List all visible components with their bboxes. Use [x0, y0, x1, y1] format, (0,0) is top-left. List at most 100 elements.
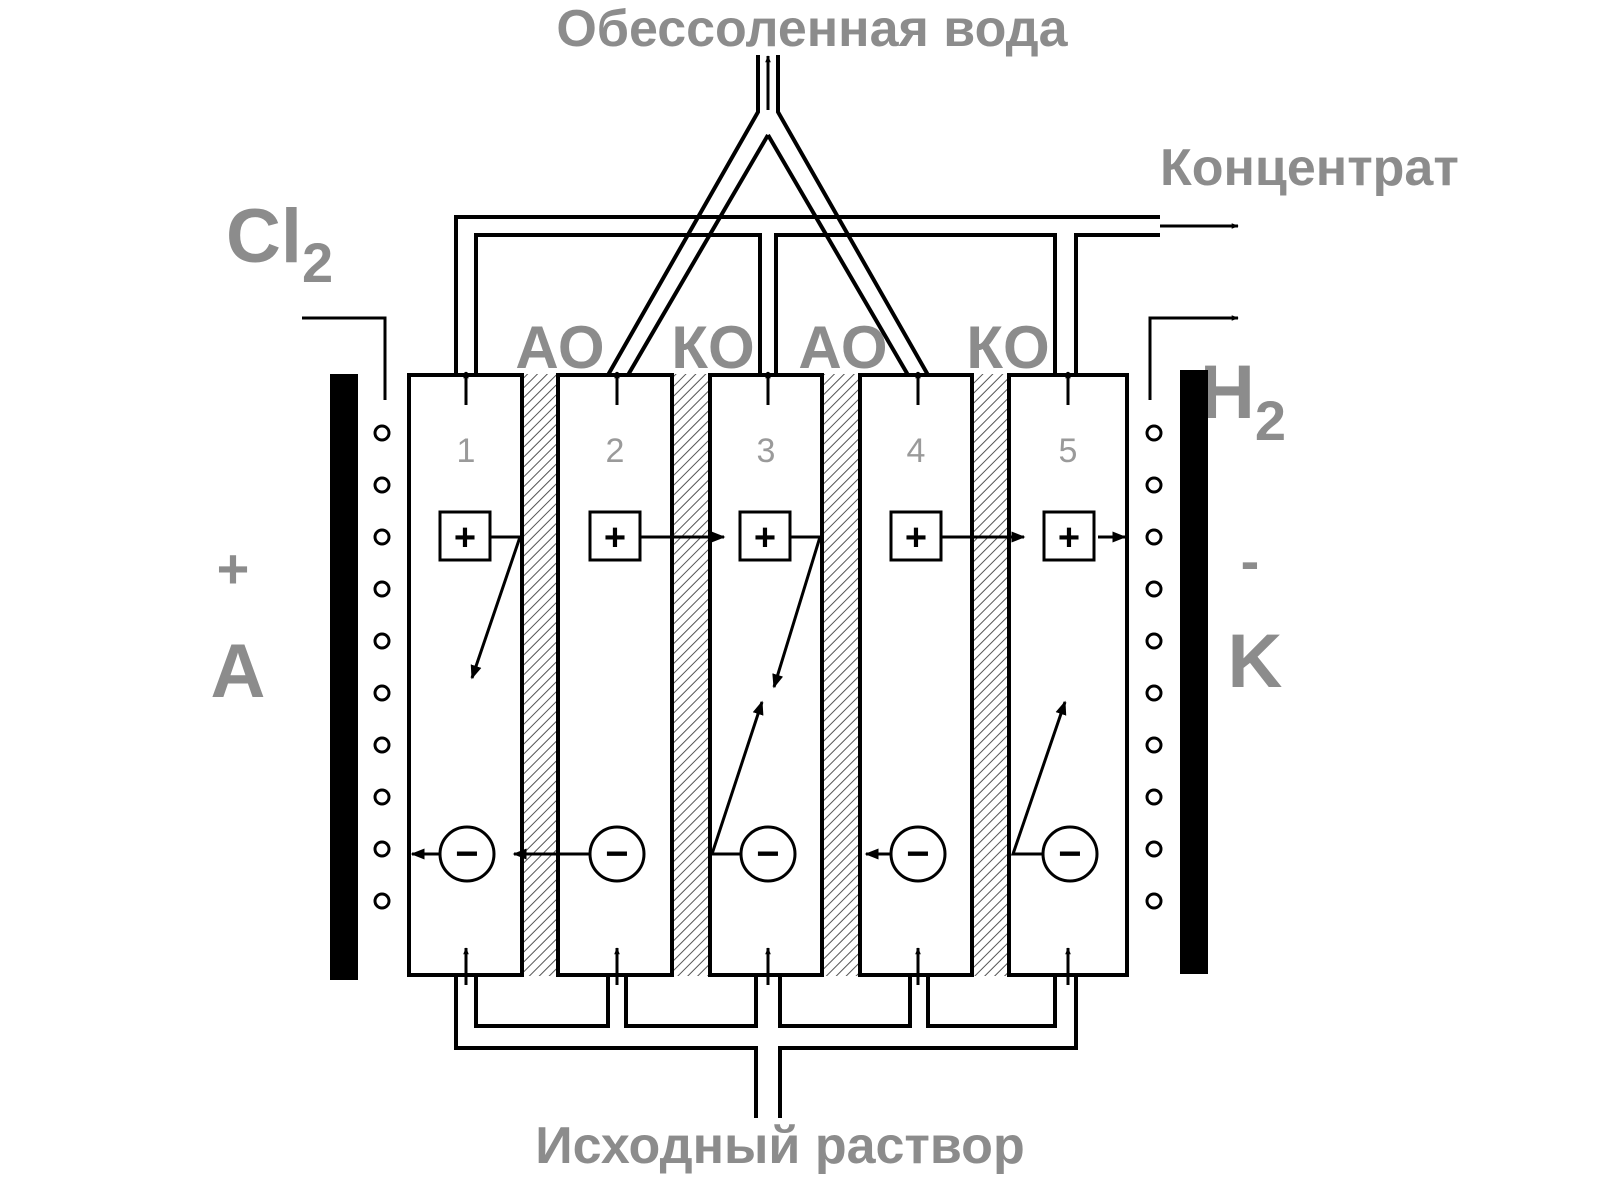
cathode-bubble [1145, 736, 1163, 754]
chamber-number-5: 5 [1059, 432, 1078, 470]
anion-sign: − [455, 832, 478, 876]
concentrate-pipe-inner [1074, 233, 1160, 375]
desalted-pipe-left-inner [626, 133, 770, 377]
membrane-label-ao-1: АО [515, 314, 604, 381]
hydrogen-text: H [1200, 350, 1255, 435]
anion-5: − [1041, 825, 1099, 883]
hydrogen-outlet-pipe [1148, 315, 1239, 400]
membrane-hatch [972, 374, 1009, 976]
cathode-bubble [1145, 632, 1163, 650]
anode-bubble [373, 580, 391, 598]
cation-3: + [738, 510, 792, 562]
chlorine-label: Cl2 [226, 194, 333, 294]
anion-circles: − − − − − [438, 825, 1099, 883]
ion-migration-arrows [410, 531, 1127, 860]
hydrogen-label: H2 [1200, 350, 1286, 452]
cation-2: + [588, 510, 642, 562]
anode-bubble [373, 684, 391, 702]
anode-bubble [373, 840, 391, 858]
anode-bubble [373, 476, 391, 494]
membrane-label-ko-1: КО [671, 314, 754, 381]
anion-sign: − [906, 832, 929, 876]
cation-box [588, 510, 642, 562]
concentrate-pipe-inner [474, 233, 762, 375]
membrane-hatch [522, 374, 558, 976]
anion-arrow [709, 700, 764, 856]
chamber-numbers: 1 2 3 4 5 [457, 432, 1078, 470]
anode-bubble [373, 736, 391, 754]
chlorine-text: Cl [226, 194, 302, 279]
cation-arrow [470, 535, 523, 680]
cathode-bubble [1145, 892, 1163, 910]
anode-bubble [373, 528, 391, 546]
anion-sign: − [756, 832, 779, 876]
cathode-label: K [1228, 619, 1283, 704]
chlorine-outlet-pipe [302, 316, 387, 400]
anion-3: − [739, 825, 797, 883]
cation-1: + [438, 510, 492, 562]
anode-electrode [330, 374, 358, 980]
membrane-labels: АО КО АО КО [515, 314, 1049, 381]
concentrate-piping [454, 215, 1160, 375]
anode-bubble [373, 632, 391, 650]
cathode-electrode [1180, 370, 1208, 974]
cathode-bubble [1145, 476, 1163, 494]
anode-bubbles [373, 424, 391, 910]
source-branch [778, 975, 912, 1028]
inlet-arrows [463, 947, 1071, 985]
source-pipe-left [454, 975, 758, 1118]
membrane-label-ao-2: АО [798, 314, 887, 381]
anion-sign: − [605, 832, 628, 876]
membrane-hatch [672, 374, 710, 976]
anode-bubble [373, 424, 391, 442]
source-pipe-right [778, 975, 1078, 1118]
cathode-bubble [1145, 840, 1163, 858]
source-branch [624, 975, 758, 1028]
source-branch [474, 975, 610, 1028]
concentrate-pipe-outer [454, 215, 1160, 375]
desalted-pipe-right-outer [776, 55, 930, 376]
anion-arrow [1010, 700, 1067, 856]
hydrogen-subscript: 2 [1255, 389, 1286, 452]
chamber-number-3: 3 [757, 432, 776, 470]
source-piping [454, 975, 1078, 1118]
anode-bubble [373, 788, 391, 806]
anion-circle [739, 825, 797, 883]
concentrate-pipe-inner [774, 233, 1057, 375]
concentrate-label: Концентрат [1160, 139, 1459, 197]
cation-sign: + [905, 517, 927, 559]
cathode-sign-label: - [1241, 529, 1260, 592]
cation-sign: + [754, 517, 776, 559]
cation-sign: + [1058, 517, 1080, 559]
cation-arrow [772, 535, 823, 689]
desalted-pipe-right-inner [766, 133, 910, 377]
cation-sign: + [604, 517, 626, 559]
cathode-bubble [1145, 788, 1163, 806]
desalted-water-piping [606, 55, 930, 377]
anion-2: − [588, 825, 646, 883]
cation-boxes: + + + + + [438, 510, 1096, 562]
cation-4: + [889, 510, 943, 562]
chamber-number-4: 4 [907, 432, 926, 470]
cathode-bubble [1145, 528, 1163, 546]
source-solution-label: Исходный раствор [535, 1117, 1024, 1175]
cation-5: + [1042, 510, 1096, 562]
membrane-hatch [822, 374, 860, 976]
cathode-bubble [1145, 580, 1163, 598]
cation-sign: + [454, 517, 476, 559]
chlorine-subscript: 2 [302, 231, 333, 294]
anion-4: − [889, 825, 947, 883]
membrane-label-ko-2: КО [966, 314, 1049, 381]
cathode-bubble [1145, 424, 1163, 442]
chamber-number-1: 1 [457, 432, 476, 470]
desalted-pipe-left-outer [606, 55, 760, 376]
source-branch [926, 975, 1057, 1028]
anode-label: A [211, 629, 266, 714]
anode-bubble [373, 892, 391, 910]
cation-box [1042, 510, 1096, 562]
anode-sign-label: + [217, 537, 250, 600]
outlet-arrows [463, 371, 1071, 405]
chamber-number-2: 2 [606, 432, 625, 470]
